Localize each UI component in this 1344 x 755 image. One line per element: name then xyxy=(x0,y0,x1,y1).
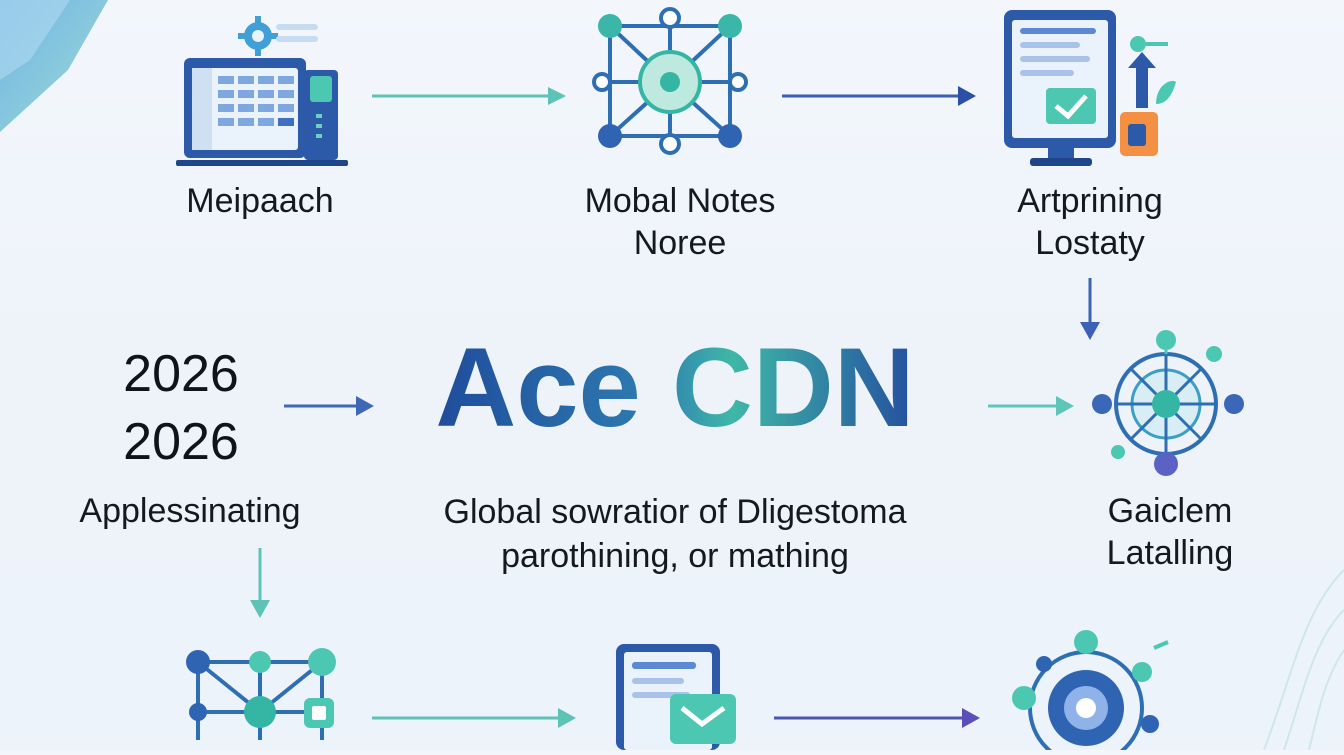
arrow-right-icon xyxy=(782,86,976,106)
node-label-text: Applessinating xyxy=(79,492,301,530)
node-label-artprining: Artprining Lostaty xyxy=(970,180,1210,264)
node-label-gaiclem: Gaiclem Latalling xyxy=(1060,490,1280,574)
hero-subtitle: Global sowratior of Dligestoma parothini… xyxy=(380,490,970,578)
arrow-right-icon xyxy=(774,708,980,728)
node-label-mobal-notes: Mobal Notes Noree xyxy=(540,180,820,264)
globe-network-icon xyxy=(1088,324,1248,480)
arrow-right-icon xyxy=(372,708,576,728)
network-mesh-icon xyxy=(178,640,348,750)
arrow-right-icon xyxy=(284,396,374,416)
globe-hub-icon xyxy=(1000,628,1180,755)
node-label-line2: Noree xyxy=(633,224,727,262)
hero-subtitle-line1: Global sowratior of Dligestoma xyxy=(443,493,907,531)
node-label-applessinating: Applessinating xyxy=(40,490,340,532)
document-mail-icon xyxy=(606,638,746,750)
hero-title: Ace CDN xyxy=(435,325,914,448)
arrow-down-icon xyxy=(250,548,270,618)
dashboard-gear-icon xyxy=(176,10,356,170)
decorative-lines xyxy=(1263,569,1344,750)
node-label-line2: Lostaty xyxy=(1035,224,1145,262)
hero-title-text: Ace CDN xyxy=(435,325,914,448)
arrow-down-icon xyxy=(1080,278,1100,340)
node-label-line1: Gaiclem xyxy=(1107,492,1233,530)
arrow-right-icon xyxy=(988,396,1074,416)
hero-subtitle-line2: parothining, or mathing xyxy=(501,537,849,575)
node-label-line1: Mobal Notes xyxy=(584,182,776,220)
node-label-meipaach: Meipaach xyxy=(140,180,380,222)
network-hub-icon xyxy=(586,4,754,164)
decorative-corner-shape xyxy=(0,0,108,132)
monitor-document-icon xyxy=(996,4,1182,170)
node-label-text: Meipaach xyxy=(186,182,334,220)
arrow-right-icon xyxy=(372,87,566,105)
year-label: 2026 xyxy=(123,413,239,471)
year-label: 2026 xyxy=(123,345,239,403)
node-label-line2: Latalling xyxy=(1106,534,1234,572)
node-label-line1: Artprining xyxy=(1017,182,1163,220)
